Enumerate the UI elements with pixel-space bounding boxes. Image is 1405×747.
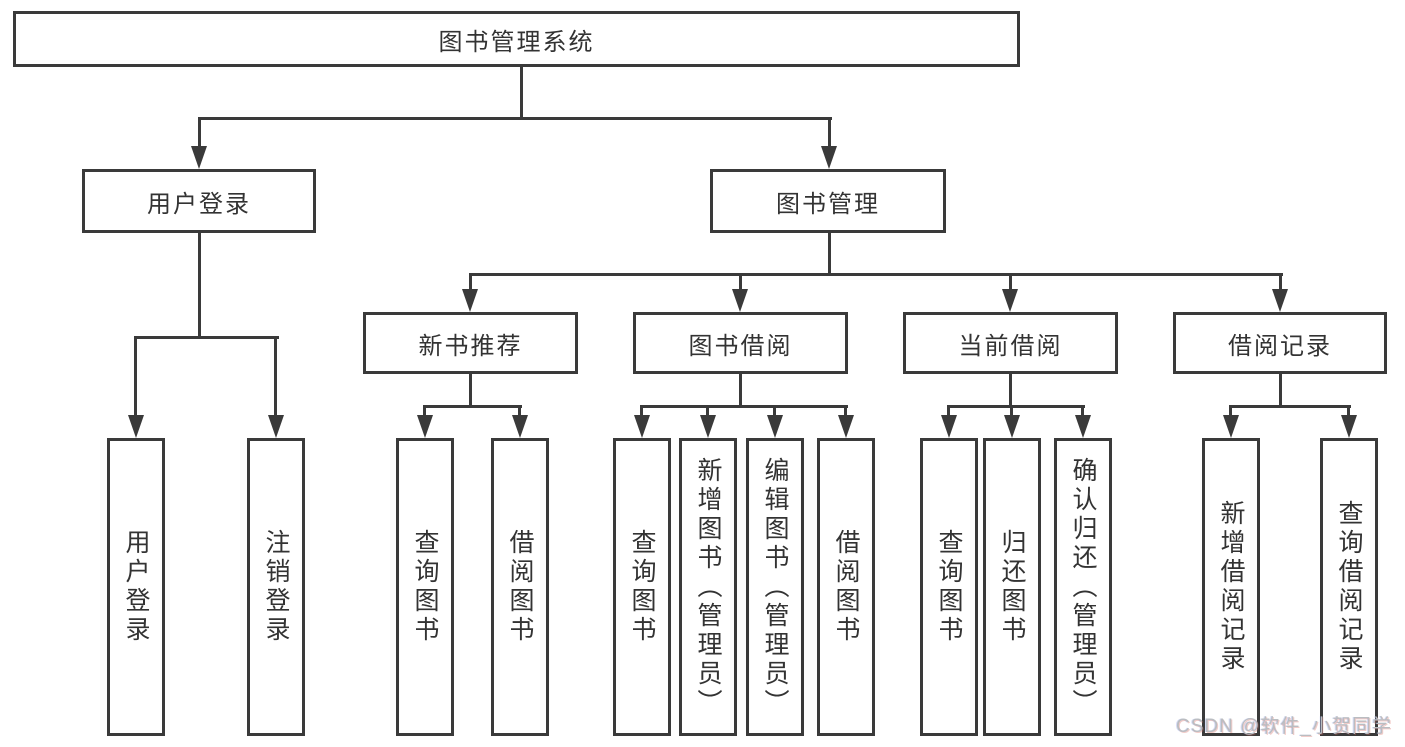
node-leaf-logout: 注销登录 <box>247 438 305 736</box>
node-leaf-return-book: 归还图书 <box>983 438 1041 736</box>
connector-line <box>739 276 742 291</box>
arrow-down-icon <box>821 146 837 169</box>
node-current-borrowing: 当前借阅 <box>903 312 1118 374</box>
connector-line <box>844 408 847 417</box>
connector-line <box>134 336 279 339</box>
arrow-down-icon <box>1341 415 1357 438</box>
connector-line <box>469 273 1283 276</box>
arrow-down-icon <box>191 146 207 169</box>
connector-line <box>1009 276 1012 291</box>
node-leaf-confirm-return-admin: 确认归还（管理员） <box>1054 438 1112 736</box>
connector-line <box>198 233 201 336</box>
connector-line <box>1347 408 1350 417</box>
connector-line <box>1229 405 1351 408</box>
connector-line <box>198 120 201 148</box>
connector-line <box>423 405 522 408</box>
arrow-down-icon <box>1002 289 1018 312</box>
arrow-down-icon <box>417 415 433 438</box>
node-root: 图书管理系统 <box>13 11 1020 67</box>
connector-line <box>739 374 742 406</box>
arrow-down-icon <box>767 415 783 438</box>
arrow-down-icon <box>128 415 144 438</box>
arrow-down-icon <box>512 415 528 438</box>
connector-line <box>198 117 832 120</box>
node-leaf-query-books-2: 查询图书 <box>613 438 671 736</box>
node-leaf-query-borrow-record: 查询借阅记录 <box>1320 438 1378 736</box>
node-leaf-borrow-books-2: 借阅图书 <box>817 438 875 736</box>
connector-line <box>1009 374 1012 406</box>
connector-line <box>640 408 643 417</box>
connector-line <box>469 374 472 406</box>
node-leaf-user-login: 用户登录 <box>107 438 165 736</box>
arrow-down-icon <box>1075 415 1091 438</box>
arrow-down-icon <box>268 415 284 438</box>
node-leaf-edit-book-admin: 编辑图书（管理员） <box>746 438 804 736</box>
connector-line <box>828 233 831 274</box>
connector-line <box>518 408 521 417</box>
arrow-down-icon <box>1004 415 1020 438</box>
connector-line <box>520 67 523 118</box>
arrow-down-icon <box>941 415 957 438</box>
connector-line <box>640 405 848 408</box>
arrow-down-icon <box>700 415 716 438</box>
node-user-login-group: 用户登录 <box>82 169 316 233</box>
connector-line <box>1229 408 1232 417</box>
node-leaf-add-borrow-record: 新增借阅记录 <box>1202 438 1260 736</box>
connector-line <box>773 408 776 417</box>
connector-line <box>1010 408 1013 417</box>
arrow-down-icon <box>1223 415 1239 438</box>
connector-line <box>1279 374 1282 406</box>
node-leaf-query-books-1: 查询图书 <box>396 438 454 736</box>
node-borrowing-records: 借阅记录 <box>1173 312 1387 374</box>
connector-line <box>1279 276 1282 291</box>
arrow-down-icon <box>462 289 478 312</box>
connector-line <box>274 339 277 417</box>
node-new-book-recommend: 新书推荐 <box>363 312 578 374</box>
node-book-management: 图书管理 <box>710 169 946 233</box>
node-leaf-borrow-books-1: 借阅图书 <box>491 438 549 736</box>
connector-line <box>947 405 1085 408</box>
node-book-borrowing: 图书借阅 <box>633 312 848 374</box>
connector-line <box>1081 408 1084 417</box>
connector-line <box>947 408 950 417</box>
arrow-down-icon <box>732 289 748 312</box>
connector-line <box>134 339 137 417</box>
node-leaf-add-book-admin: 新增图书（管理员） <box>679 438 737 736</box>
arrow-down-icon <box>1272 289 1288 312</box>
node-leaf-query-books-3: 查询图书 <box>920 438 978 736</box>
connector-line <box>706 408 709 417</box>
connector-line <box>828 120 831 148</box>
arrow-down-icon <box>838 415 854 438</box>
watermark: CSDN @软件_小贺同学 <box>1176 716 1392 737</box>
arrow-down-icon <box>634 415 650 438</box>
connector-line <box>469 276 472 291</box>
connector-line <box>423 408 426 417</box>
